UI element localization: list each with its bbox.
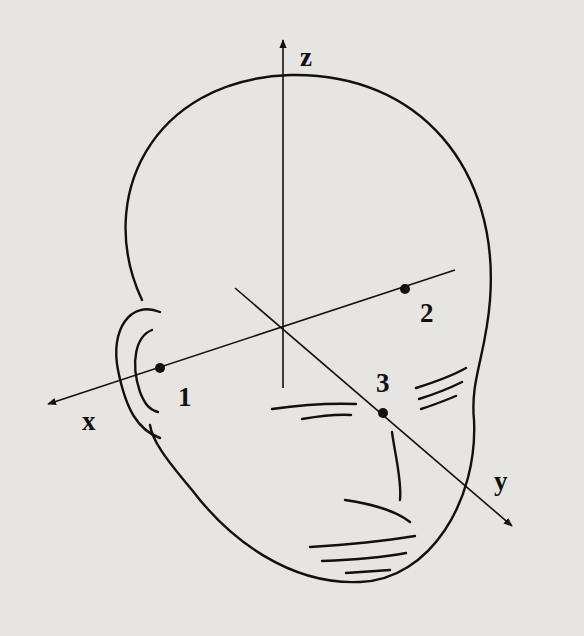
point xyxy=(378,408,388,418)
point xyxy=(155,363,165,373)
axis-label: z xyxy=(300,44,312,71)
mouth xyxy=(322,553,406,561)
callout-number: 2 xyxy=(420,300,434,327)
mouth xyxy=(310,536,415,547)
y-axis xyxy=(235,288,512,526)
z-axis xyxy=(282,40,284,388)
point xyxy=(400,284,410,294)
nose xyxy=(392,432,400,500)
nose-bottom xyxy=(345,500,410,522)
callout-number: 1 xyxy=(178,384,192,411)
eyebrow xyxy=(272,404,356,409)
eye xyxy=(302,415,351,419)
axis-label: y xyxy=(494,468,508,495)
head-outline xyxy=(126,75,491,582)
callout-number: 3 xyxy=(376,370,390,397)
axis-label: x xyxy=(82,408,96,435)
eye xyxy=(421,396,456,409)
chin xyxy=(346,570,390,573)
x-axis xyxy=(48,270,455,404)
